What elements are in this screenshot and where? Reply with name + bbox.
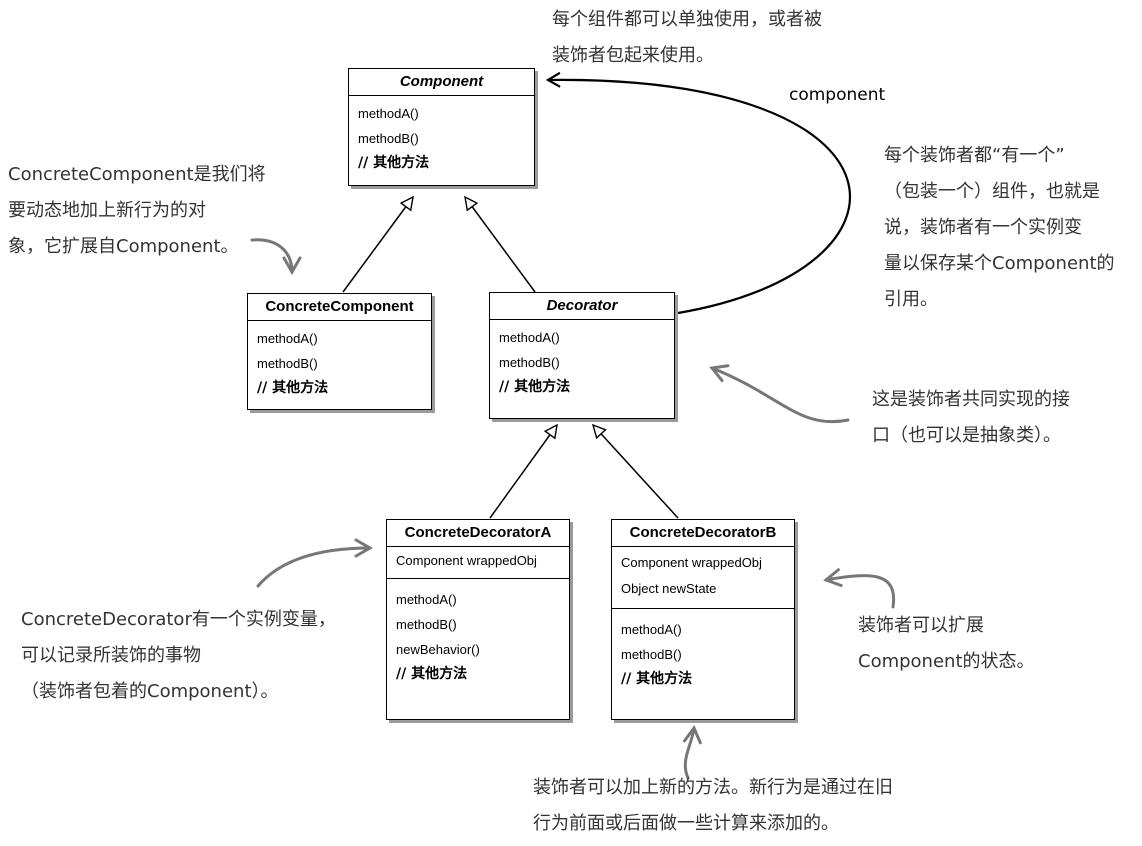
method-other: // 其他方法 [621, 671, 693, 687]
method: methodA() [358, 106, 419, 121]
method: methodA() [621, 622, 682, 637]
note-line: 每个装饰者都“有一个” [884, 145, 1065, 166]
pointer-arrow-right-bottom [823, 568, 896, 609]
field: Component wrappedObj [621, 555, 762, 570]
class-component: Component methodA() methodB() // 其他方法 [348, 68, 535, 186]
note-line: 口（也可以是抽象类）。 [872, 425, 1061, 446]
class-name: ConcreteDecoratorA [387, 520, 569, 547]
method: methodA() [396, 592, 457, 607]
pointer-arrow-left-top [250, 238, 302, 276]
note-line: （包装一个）组件，也就是 [884, 181, 1100, 202]
inherit-decoratorb-to-decorator [593, 425, 679, 519]
note-line: （装饰者包着的Component）。 [21, 681, 279, 702]
note-line: Component的状态。 [858, 651, 1035, 672]
inherit-concretecomponent-to-component [342, 197, 413, 293]
note-line: 装饰者可以扩展 [858, 615, 984, 636]
method: methodB() [396, 617, 457, 632]
note-right-bottom: 装饰者可以扩展 Component的状态。 [858, 608, 1035, 680]
note-bottom: 装饰者可以加上新的方法。新行为是通过在旧 行为前面或后面做一些计算来添加的。 [533, 770, 893, 842]
note-line: 要动态地加上新行为的对 [8, 200, 206, 221]
method-list: methodA() methodB() // 其他方法 [248, 321, 431, 401]
note-left-bottom: ConcreteDecorator有一个实例变量， 可以记录所装饰的事物 （装饰… [21, 602, 336, 710]
class-concrete-component: ConcreteComponent methodA() methodB() //… [247, 293, 432, 410]
class-concrete-decorator-b: ConcreteDecoratorB Component wrappedObj … [611, 519, 795, 720]
note-line: 行为前面或后面做一些计算来添加的。 [533, 813, 839, 834]
method: methodB() [499, 355, 560, 370]
class-name: Decorator [490, 293, 674, 320]
note-right-top: 每个装饰者都“有一个” （包装一个）组件，也就是 说，装饰者有一个实例变 量以保… [884, 138, 1115, 318]
field-list: Component wrappedObj Object newState [612, 547, 794, 609]
association-label: component [789, 85, 886, 105]
method: methodB() [358, 131, 419, 146]
note-line: 可以记录所装饰的事物 [21, 645, 201, 666]
note-line: 每个组件都可以单独使用，或者被 [552, 9, 822, 30]
method: methodA() [499, 330, 560, 345]
method: methodB() [257, 356, 318, 371]
pointer-arrow-left-bottom [256, 538, 374, 588]
pointer-arrow-right-mid [709, 364, 850, 424]
class-name: ConcreteDecoratorB [612, 520, 794, 547]
note-left-top: ConcreteComponent是我们将 要动态地加上新行为的对 象，它扩展自… [8, 157, 266, 265]
note-line: 这是装饰者共同实现的接 [872, 389, 1070, 410]
method: methodB() [621, 647, 682, 662]
inherit-decoratora-to-decorator [489, 425, 557, 519]
method: newBehavior() [396, 642, 480, 657]
method-other: // 其他方法 [257, 380, 329, 396]
method: methodA() [257, 331, 318, 346]
note-line: 装饰者可以加上新的方法。新行为是通过在旧 [533, 777, 893, 798]
method-other: // 其他方法 [396, 666, 468, 682]
method-list: methodA() methodB() // 其他方法 [612, 609, 794, 692]
field-list: Component wrappedObj [387, 547, 569, 579]
pointer-arrow-bottom [682, 724, 702, 780]
class-decorator: Decorator methodA() methodB() // 其他方法 [489, 292, 675, 419]
note-right-mid: 这是装饰者共同实现的接 口（也可以是抽象类）。 [872, 382, 1070, 454]
method-list: methodA() methodB() // 其他方法 [490, 320, 674, 400]
method-other: // 其他方法 [499, 379, 571, 395]
class-concrete-decorator-a: ConcreteDecoratorA Component wrappedObj … [386, 519, 570, 720]
note-line: 装饰者包起来使用。 [552, 45, 714, 66]
inherit-decorator-to-component [465, 197, 536, 293]
method-other: // 其他方法 [358, 155, 430, 171]
note-line: 引用。 [884, 289, 938, 310]
note-line: 象，它扩展自Component。 [8, 236, 239, 257]
note-line: ConcreteDecorator有一个实例变量， [21, 609, 336, 630]
note-line: 说，装饰者有一个实例变 [884, 217, 1082, 238]
note-line: 量以保存某个Component的 [884, 253, 1115, 274]
method-list: methodA() methodB() newBehavior() // 其他方… [387, 579, 569, 687]
class-name: ConcreteComponent [248, 294, 431, 321]
field: Component wrappedObj [396, 553, 537, 568]
method-list: methodA() methodB() // 其他方法 [349, 96, 534, 176]
field: Object newState [621, 581, 717, 596]
association-decorator-component [545, 71, 852, 315]
class-name: Component [349, 69, 534, 96]
note-line: ConcreteComponent是我们将 [8, 164, 266, 185]
note-top: 每个组件都可以单独使用，或者被 装饰者包起来使用。 [552, 2, 822, 74]
